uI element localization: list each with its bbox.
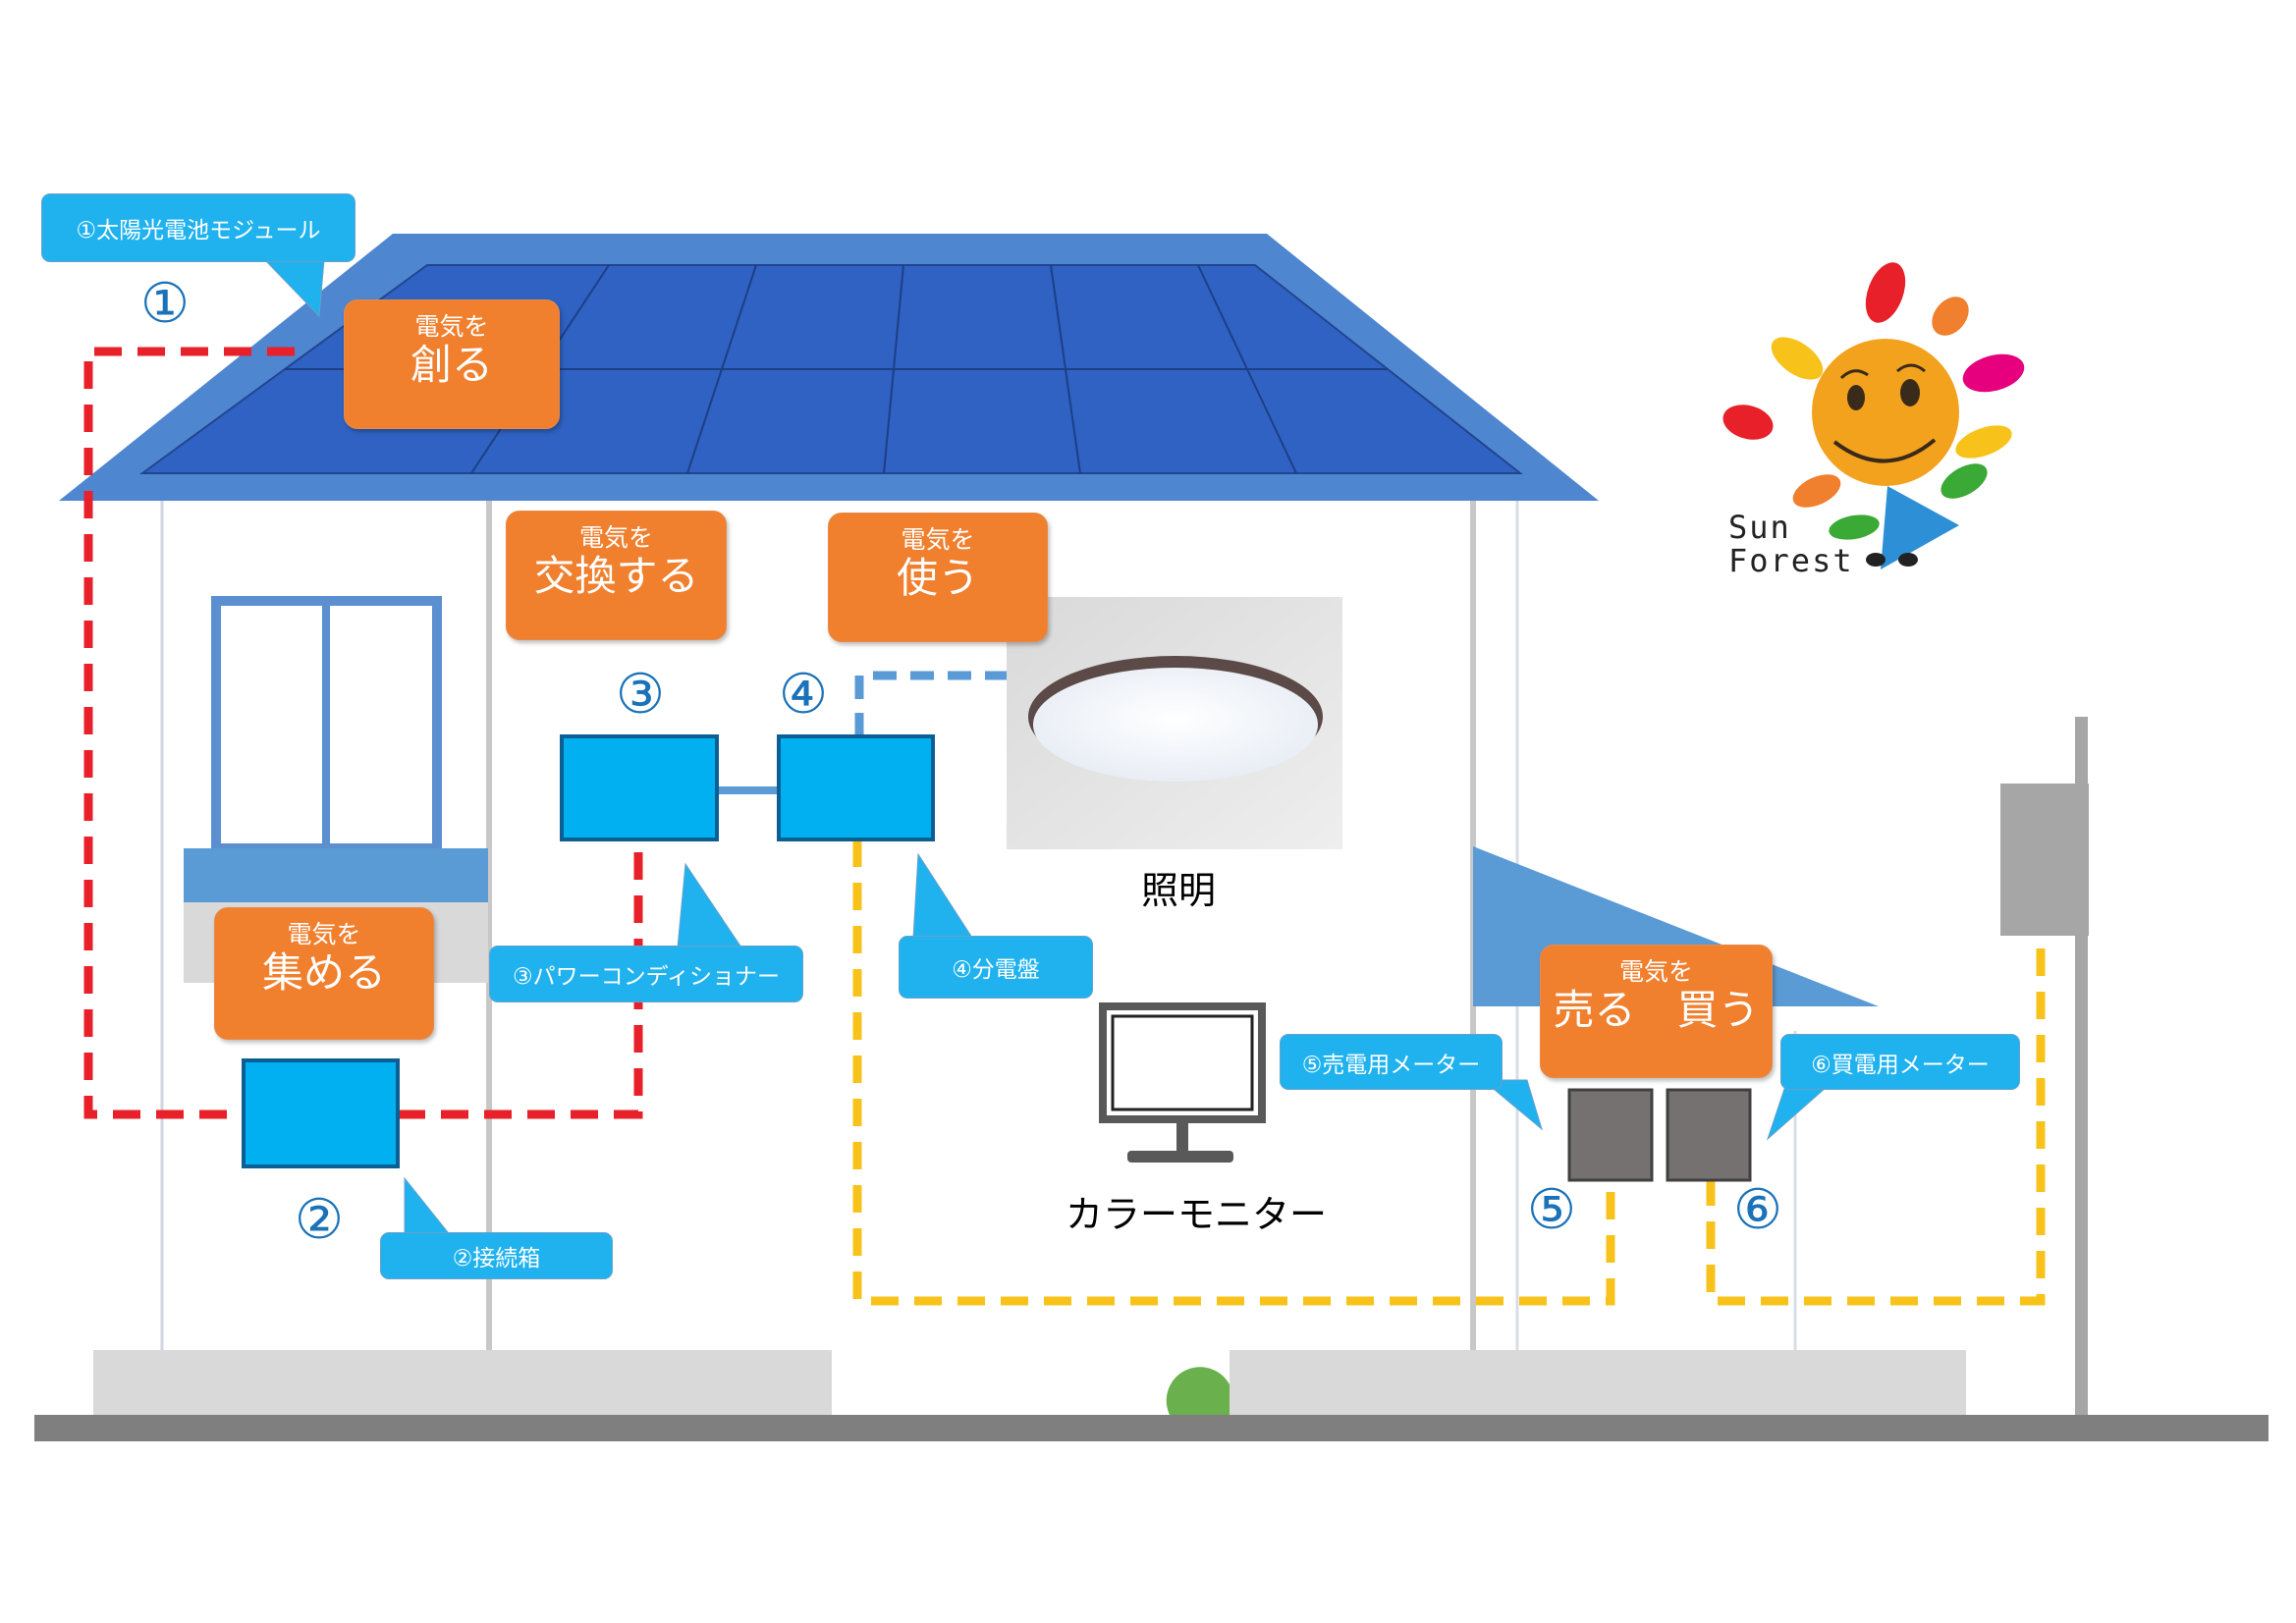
number-3: ③ <box>615 663 666 727</box>
label-convert: 電気を 交換する <box>506 511 727 640</box>
number-1: ① <box>139 272 191 336</box>
logo-line-1: Sun <box>1728 509 1791 546</box>
callout-sell-meter: ⑤売電用メーター <box>1280 1034 1503 1090</box>
label-color-monitor: カラーモニター <box>1066 1193 1328 1236</box>
label-create: 電気を 創る <box>344 299 560 429</box>
label-lighting: 照明 <box>1141 869 1217 912</box>
callout-solar-module: ①太陽光電池モジュール <box>41 193 355 262</box>
junction-box <box>242 1058 400 1168</box>
label-use: 電気を 使う <box>828 513 1048 642</box>
utility-box <box>2000 784 2089 936</box>
sun-forest-mascot <box>1722 262 2025 569</box>
power-conditioner <box>560 734 719 841</box>
label-create-big: 創る <box>410 341 493 389</box>
comm-line <box>854 671 1011 736</box>
ground-line <box>34 1415 2269 1441</box>
label-use-small: 電気を <box>901 525 975 554</box>
ac-wiring <box>852 839 2046 1306</box>
foundation-left <box>93 1350 832 1417</box>
shrub <box>1166 1367 1230 1417</box>
monitor-icon <box>1099 1002 1266 1163</box>
label-collect-small: 電気を <box>287 920 361 948</box>
callout-junction-box: ②接続箱 <box>380 1232 613 1279</box>
number-2: ② <box>294 1188 345 1252</box>
label-collect-big: 集める <box>261 948 386 997</box>
logo-text: Sun Forest <box>1728 511 1854 577</box>
callout-buy-meter: ⑥買電用メーター <box>1780 1034 2020 1090</box>
label-sell-buy-small: 電気を <box>1618 957 1693 986</box>
distribution-board <box>777 734 935 841</box>
label-convert-big: 交換する <box>533 552 699 600</box>
window <box>184 596 488 983</box>
sell-meter <box>1567 1088 1654 1182</box>
buy-meter <box>1666 1088 1752 1182</box>
label-use-big: 使う <box>896 554 979 602</box>
callout-distribution-board: ④分電盤 <box>899 936 1093 999</box>
label-collect: 電気を 集める <box>214 907 434 1040</box>
foundation-right <box>1230 1350 1966 1417</box>
callout-power-conditioner: ③パワーコンディショナー <box>489 946 803 1002</box>
logo-line-2: Forest <box>1728 542 1854 579</box>
number-6: ⑥ <box>1732 1178 1783 1242</box>
label-convert-small: 電気を <box>578 523 653 552</box>
label-sell-buy-big: 売る 買う <box>1553 986 1760 1034</box>
number-5: ⑤ <box>1526 1178 1577 1242</box>
label-sell-buy: 電気を 売る 買う <box>1540 945 1773 1078</box>
number-4: ④ <box>778 663 829 727</box>
dc-wiring <box>83 347 643 1119</box>
label-create-small: 電気を <box>414 312 489 341</box>
ceiling-light-image <box>1007 597 1342 849</box>
callout-pointers <box>263 259 1836 1238</box>
